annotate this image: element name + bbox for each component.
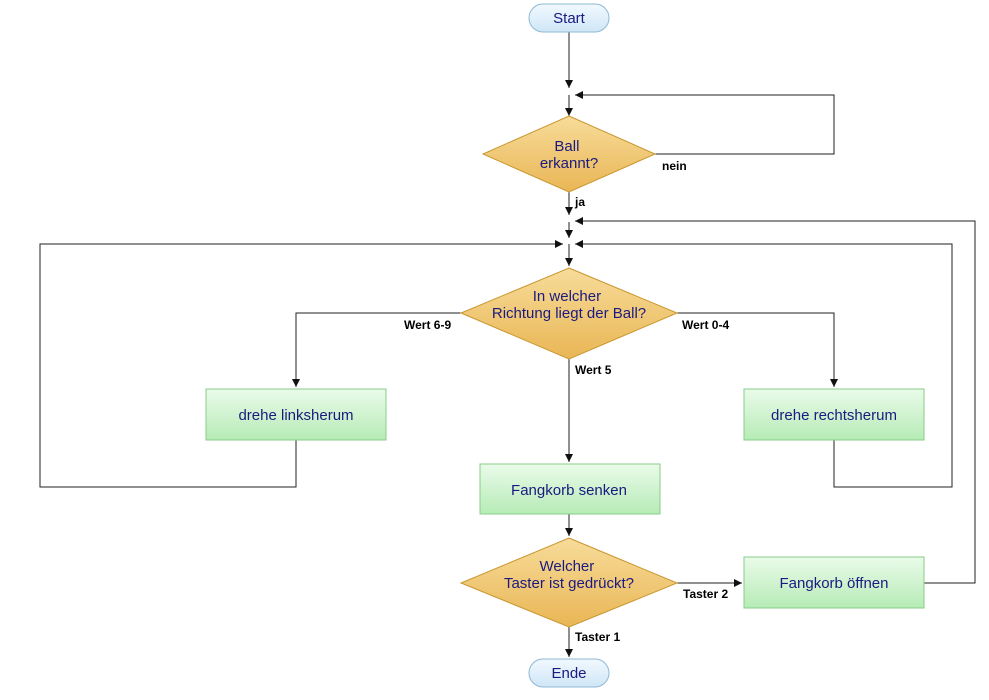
end-label: Ende — [551, 665, 586, 682]
turn-right-label: drehe rechtsherum — [771, 407, 897, 424]
edge-label-no: nein — [662, 159, 687, 173]
edge-label-value-0-4: Wert 0-4 — [682, 318, 729, 332]
lower-basket-label: Fangkorb senken — [511, 482, 627, 499]
edge-label-value-5: Wert 5 — [575, 363, 612, 377]
direction-decision: In welcher Richtung liegt der Ball? — [459, 267, 679, 360]
which-button-line-1: Welcher — [540, 558, 595, 575]
start-node: Start — [528, 3, 610, 33]
edges — [39, 32, 976, 657]
open-basket-label: Fangkorb öffnen — [780, 575, 889, 592]
edge-label-button-2: Taster 2 — [683, 587, 728, 601]
edge-value-6-9 — [292, 312, 461, 387]
edge-no-loop — [575, 91, 835, 155]
which-button-line-2: Taster ist gedrückt? — [504, 575, 634, 592]
lower-basket-process: Fangkorb senken — [479, 463, 661, 515]
ball-detected-decision: Ball erkannt? — [481, 115, 657, 193]
edge-open-loop — [575, 217, 976, 584]
end-node: Ende — [528, 658, 610, 688]
direction-line-1: In welcher — [533, 288, 601, 305]
ball-detected-line-1: Ball — [554, 138, 579, 155]
which-button-decision: Welcher Taster ist gedrückt? — [459, 537, 679, 628]
turn-left-process: drehe linksherum — [205, 388, 387, 441]
edge-left-loop — [39, 240, 563, 488]
edge-label-button-1: Taster 1 — [575, 630, 620, 644]
edge-label-value-6-9: Wert 6-9 — [404, 318, 451, 332]
open-basket-process: Fangkorb öffnen — [743, 556, 925, 609]
direction-label: In welcher Richtung liegt der Ball? — [492, 288, 646, 322]
edge-value-0-4 — [677, 312, 838, 387]
turn-right-process: drehe rechtsherum — [743, 388, 925, 441]
which-button-label: Welcher Taster ist gedrückt? — [504, 558, 634, 592]
ball-detected-line-2: erkannt? — [540, 155, 598, 172]
start-label: Start — [553, 10, 586, 27]
turn-left-label: drehe linksherum — [238, 407, 353, 424]
direction-line-2: Richtung liegt der Ball? — [492, 305, 646, 322]
edge-right-loop — [575, 240, 953, 488]
ball-detected-label: Ball erkannt? — [540, 138, 598, 172]
edge-label-yes: ja — [574, 195, 585, 209]
